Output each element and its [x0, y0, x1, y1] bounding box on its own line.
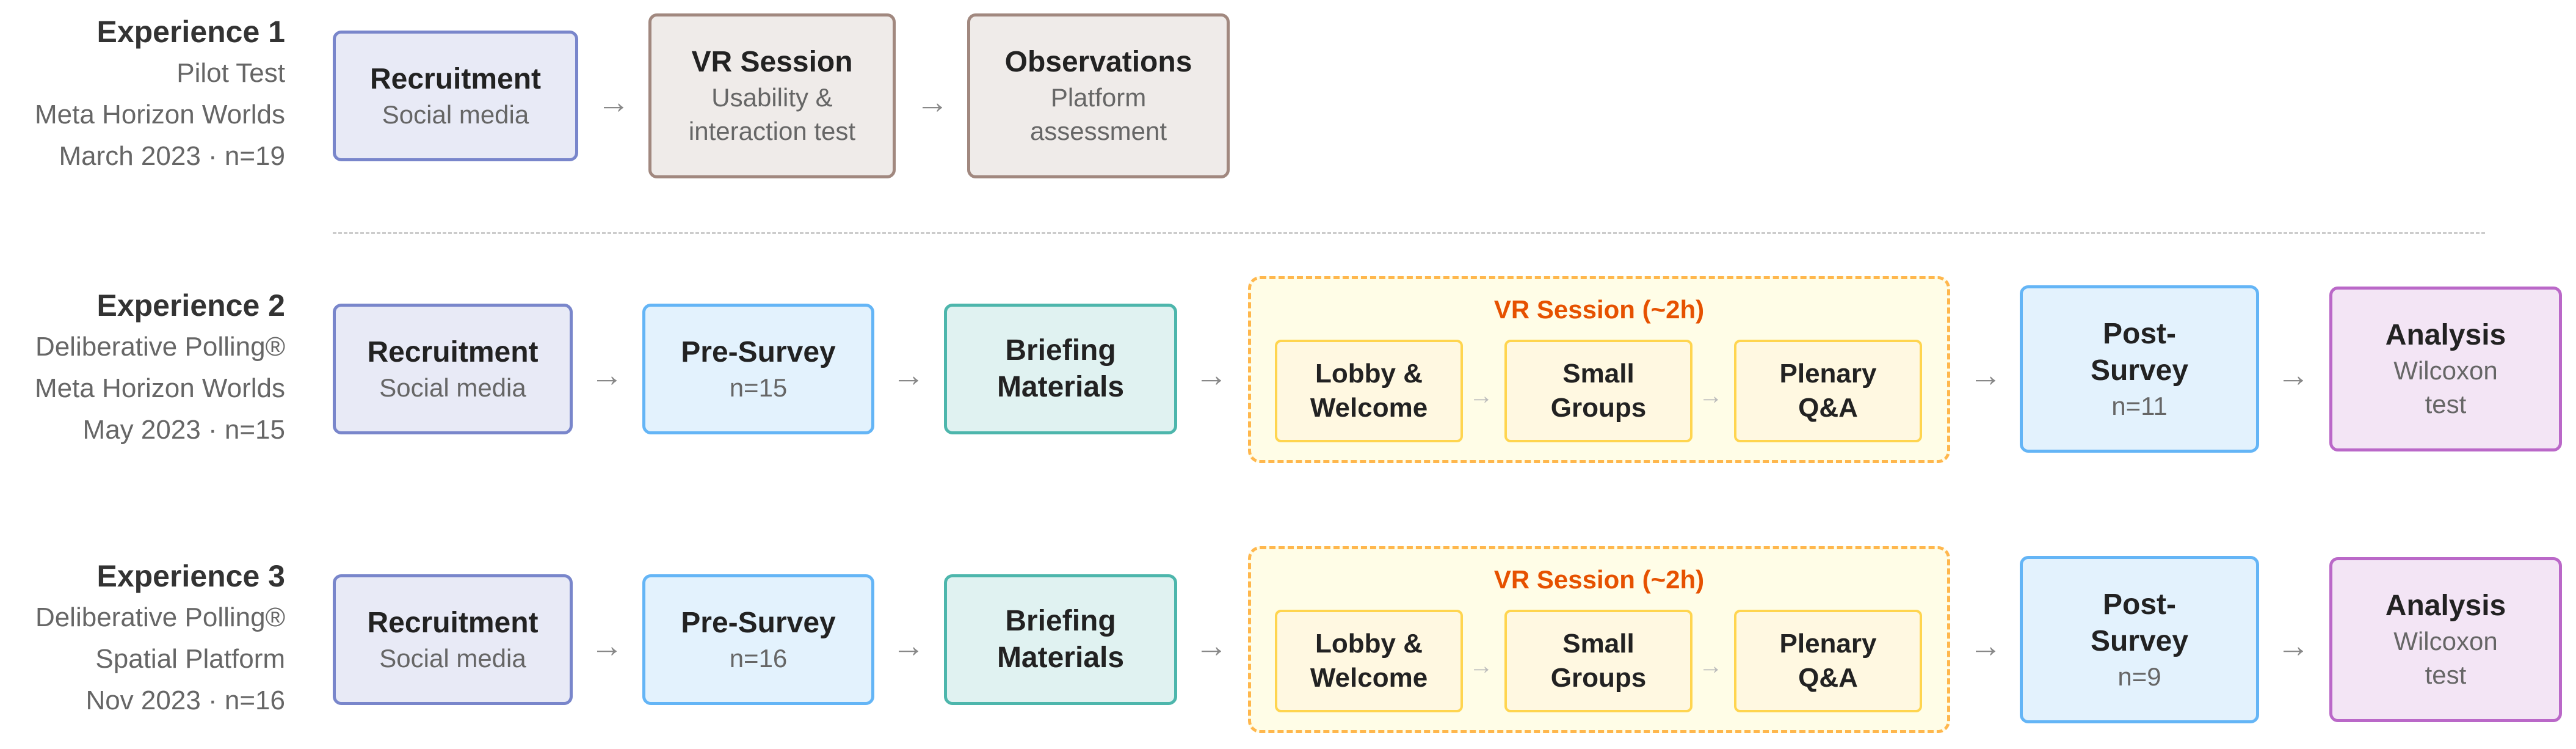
experience-2-label: Experience 2 Deliberative Polling® Meta … [35, 285, 285, 451]
exp2-lobby-box: Lobby & Welcome [1275, 340, 1463, 442]
experience-1-title: Experience 1 [96, 15, 285, 49]
exp2-vr-session-title: VR Session (~2h) [1493, 295, 1705, 324]
exp3-analysis-box: Analysis Wilcoxon test [2329, 557, 2562, 722]
arrow: → [590, 357, 623, 393]
exp3-vr-session-title: VR Session (~2h) [1493, 565, 1705, 594]
arrow: → [1969, 357, 2002, 393]
exp1-observations-box: Observations Platform assessment [967, 13, 1230, 178]
exp3-briefing-box: Briefing Materials [944, 574, 1177, 705]
experience-1-platform: Meta Horizon Worlds [35, 100, 285, 130]
exp2-recruitment-title: Recruitment [367, 335, 539, 368]
arrow: → [590, 627, 623, 664]
exp3-pre-survey-title: Pre-Survey [681, 606, 836, 639]
exp3-recruitment-box: Recruitment Social media [333, 574, 573, 705]
exp3-lobby-box: Lobby & Welcome [1275, 610, 1463, 712]
exp2-plenary-box: Plenary Q&A [1734, 340, 1922, 442]
exp2-briefing-box: Briefing Materials [944, 304, 1177, 434]
experience-1-label: Experience 1 Pilot Test Meta Horizon Wor… [35, 11, 285, 177]
exp3-pre-survey-sub: n=16 [729, 643, 788, 673]
exp3-pre-survey-box: Pre-Survey n=16 [642, 574, 874, 705]
exp3-post-survey-title: Post-Survey [2090, 588, 2189, 657]
arrow: → [1195, 357, 1228, 393]
exp2-briefing-title: Briefing Materials [996, 334, 1125, 403]
exp3-recruitment-title: Recruitment [367, 606, 539, 639]
arrow: → [2277, 357, 2310, 393]
exp2-recruitment-sub: Social media [379, 373, 526, 402]
experience-2-date: May 2023 · n=15 [82, 415, 285, 445]
exp1-vr-session-sub: Usability & interaction test [688, 83, 856, 145]
exp1-recruitment-box: Recruitment Social media [333, 31, 578, 161]
exp3-plenary-box: Plenary Q&A [1734, 610, 1922, 712]
exp2-plenary-title: Plenary Q&A [1779, 359, 1877, 423]
exp3-small-groups-box: Small Groups [1504, 610, 1693, 712]
arrow: → [1195, 627, 1228, 664]
exp1-observations-sub: Platform assessment [1029, 83, 1167, 145]
experience-3-type: Deliberative Polling® [35, 602, 285, 632]
experience-3-platform: Spatial Platform [95, 644, 285, 674]
exp2-analysis-sub: Wilcoxon test [2393, 356, 2498, 418]
exp2-small-groups-title: Small Groups [1550, 359, 1647, 423]
exp2-small-groups-box: Small Groups [1504, 340, 1693, 442]
arrow: → [1969, 627, 2002, 664]
exp1-vr-session-title: VR Session [691, 46, 853, 78]
arrow: → [1469, 382, 1493, 409]
exp2-analysis-box: Analysis Wilcoxon test [2329, 287, 2562, 451]
exp2-pre-survey-title: Pre-Survey [681, 335, 836, 368]
experience-3-date: Nov 2023 · n=16 [85, 685, 285, 715]
exp3-small-groups-title: Small Groups [1550, 629, 1647, 693]
exp3-post-survey-box: Post-Survey n=9 [2020, 556, 2259, 723]
arrow: → [892, 357, 925, 393]
arrow: → [1469, 652, 1493, 679]
experience-1-type: Pilot Test [176, 58, 285, 88]
arrow: → [1699, 652, 1723, 679]
exp1-vr-session-box: VR Session Usability & interaction test [648, 13, 896, 178]
experience-2-type: Deliberative Polling® [35, 332, 285, 362]
exp2-lobby-title: Lobby & Welcome [1310, 359, 1428, 423]
experience-3-label: Experience 3 Deliberative Polling® Spati… [35, 555, 285, 722]
exp2-post-survey-sub: n=11 [2111, 391, 2168, 420]
exp3-analysis-title: Analysis [2385, 590, 2506, 622]
exp3-plenary-title: Plenary Q&A [1779, 629, 1877, 693]
exp3-briefing-title: Briefing Materials [996, 605, 1125, 674]
separator-line [333, 232, 2485, 234]
exp3-post-survey-sub: n=9 [2117, 662, 2161, 691]
exp1-observations-title: Observations [1004, 46, 1192, 78]
exp1-recruitment-title: Recruitment [369, 62, 542, 95]
arrow: → [892, 627, 925, 664]
exp2-post-survey-title: Post-Survey [2090, 317, 2189, 387]
experience-1-date: March 2023 · n=19 [59, 141, 285, 171]
experience-2-title: Experience 2 [96, 288, 285, 323]
exp1-recruitment-sub: Social media [382, 100, 529, 129]
arrow: → [2277, 627, 2310, 664]
experience-2-platform: Meta Horizon Worlds [35, 373, 285, 403]
experience-3-title: Experience 3 [96, 559, 285, 593]
exp3-recruitment-sub: Social media [379, 643, 526, 673]
exp2-pre-survey-sub: n=15 [729, 373, 788, 402]
arrow: → [1699, 382, 1723, 409]
exp3-lobby-title: Lobby & Welcome [1310, 629, 1428, 693]
exp2-recruitment-box: Recruitment Social media [333, 304, 573, 434]
exp2-analysis-title: Analysis [2385, 319, 2506, 351]
exp2-pre-survey-box: Pre-Survey n=15 [642, 304, 874, 434]
arrow: → [597, 84, 630, 120]
exp3-analysis-sub: Wilcoxon test [2393, 627, 2498, 689]
arrow: → [916, 84, 949, 120]
exp2-post-survey-box: Post-Survey n=11 [2020, 285, 2259, 453]
